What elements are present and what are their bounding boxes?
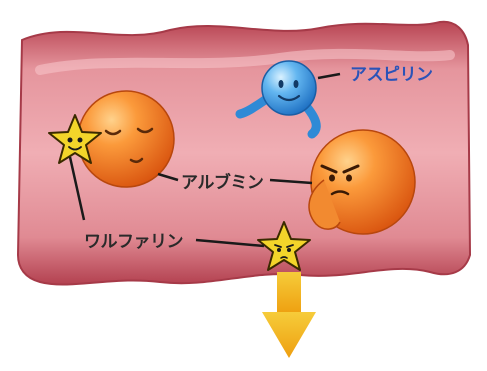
leader-lines [68,72,341,248]
warfarin-label: ワルファリン [84,232,184,252]
aspirin-character [235,60,321,139]
albumin-angry-character [308,129,416,235]
release-arrow-icon [262,272,316,358]
warfarin-star-bound [48,114,102,164]
warfarin-star-released [257,221,311,271]
vessel-highlight [35,48,455,75]
albumin-label: アルブミン [181,173,264,193]
albumin-sleeping-character [77,90,175,188]
aspirin-label: アスピリン [350,65,433,85]
